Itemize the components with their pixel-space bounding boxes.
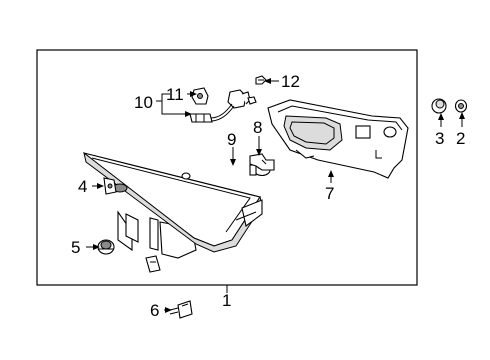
callout-8: 8 — [253, 118, 262, 137]
lamp-gasket — [267, 99, 409, 179]
callout-5: 5 — [71, 238, 80, 257]
callout-1: 1 — [222, 291, 231, 310]
bulb-socket — [191, 87, 251, 109]
callout-2: 2 — [456, 129, 465, 148]
callout-4: 4 — [78, 177, 87, 196]
leader-lines — [86, 78, 465, 313]
screw-12 — [255, 75, 267, 85]
bulb-holder — [249, 153, 275, 171]
grommet-5 — [97, 239, 115, 255]
wiring-harness — [189, 103, 235, 123]
clip-4 — [103, 177, 117, 195]
callout-10: 10 — [134, 93, 153, 112]
nut-2 — [454, 99, 468, 113]
callout-11: 11 — [166, 85, 184, 104]
callout-7: 7 — [325, 184, 334, 203]
callout-12: 12 — [281, 72, 300, 91]
callout-3: 3 — [435, 129, 444, 148]
lamp-housing — [83, 151, 263, 259]
callout-9: 9 — [227, 130, 236, 149]
callout-6: 6 — [150, 301, 159, 320]
grommet-3 — [431, 98, 447, 114]
clip-bottom — [145, 255, 161, 273]
bolt-6 — [169, 300, 193, 319]
screw-small — [247, 96, 257, 105]
